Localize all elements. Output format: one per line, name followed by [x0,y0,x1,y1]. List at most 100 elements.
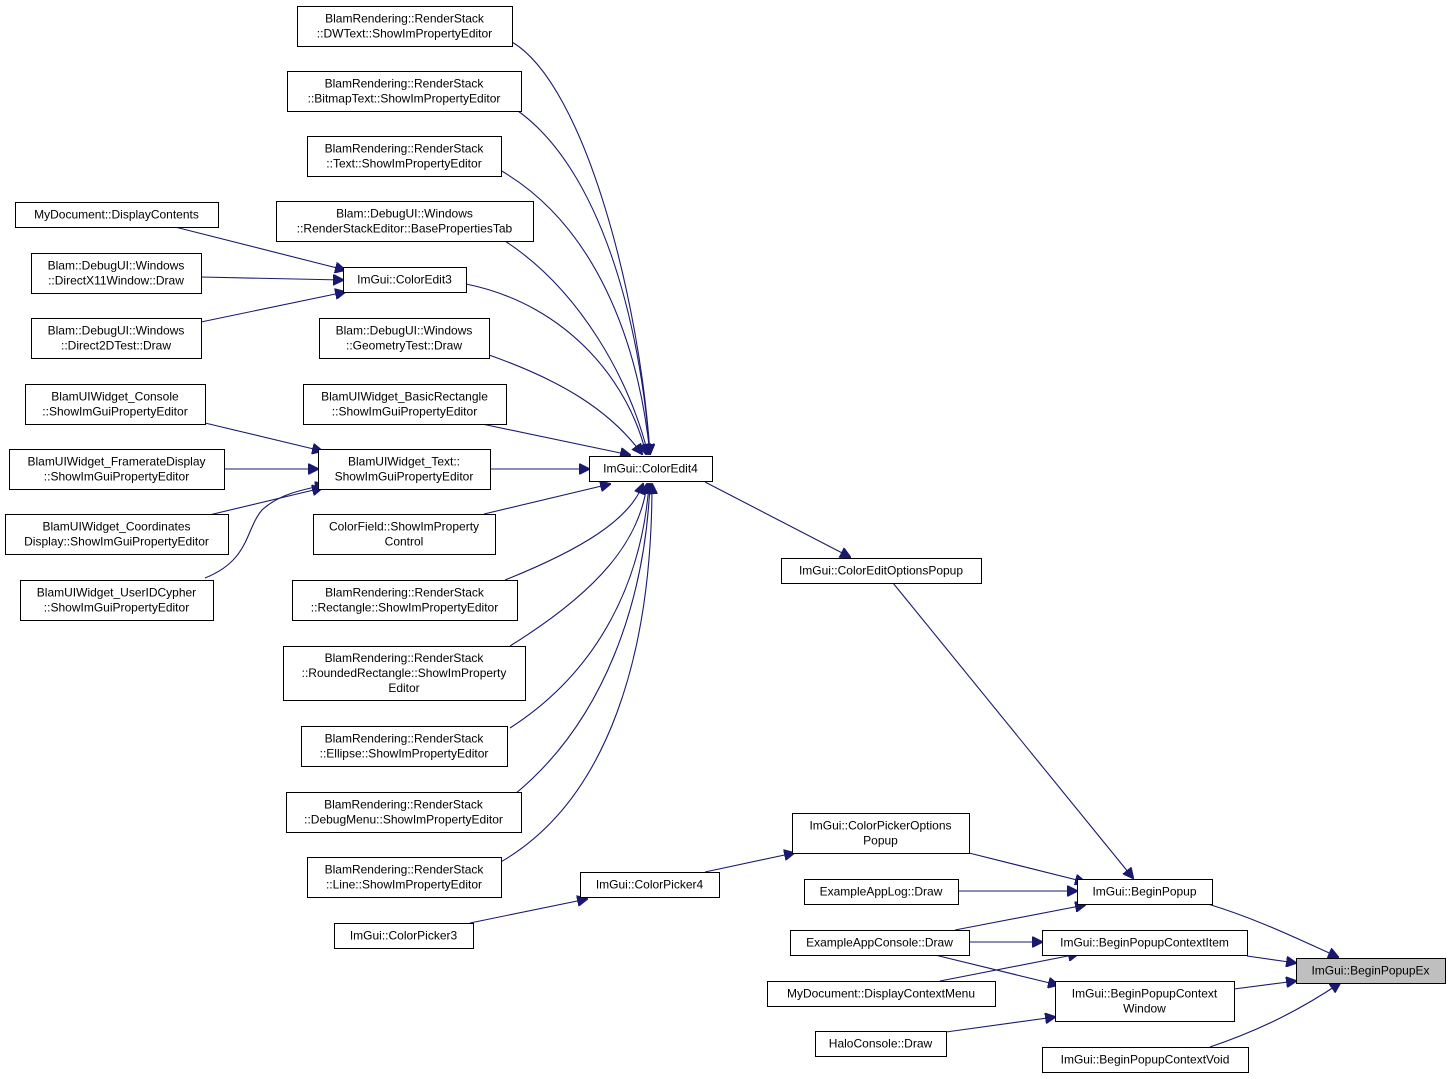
node-label: Popup [863,834,898,848]
node-direct2d[interactable]: Blam::DebugUI::Windows::Direct2DTest::Dr… [31,318,202,359]
node-label: ::ShowImGuiPropertyEditor [44,601,189,615]
node-label: BlamUIWidget_Coordinates [42,520,190,534]
node-box [804,879,959,905]
edge-arrow [968,852,1085,882]
node-basepropstab[interactable]: Blam::DebugUI::Windows::RenderStackEdito… [276,201,534,242]
edge-arrow [483,484,610,515]
node-box [15,202,219,228]
node-coloreditoptions[interactable]: ImGui::ColorEditOptionsPopup [781,558,982,584]
node-box [276,201,534,242]
node-debugmenu[interactable]: BlamRendering::RenderStack::DebugMenu::S… [286,792,522,833]
edge-ellipse-to-coloredit4 [509,484,649,729]
node-label: Blam::DebugUI::Windows [336,207,473,221]
node-label: ::ShowImGuiPropertyEditor [42,405,187,419]
edge-basepropstab-to-coloredit4 [504,240,648,454]
node-box [20,580,214,621]
node-haloconsole[interactable]: HaloConsole::Draw [815,1031,947,1057]
edge-text-to-coloredit4 [499,169,650,454]
node-box [31,253,202,294]
edge-coordinates-to-widget_text [204,488,322,517]
node-box [580,872,720,898]
node-box [319,318,490,359]
node-label: ImGui::ColorEdit4 [603,462,698,476]
node-coordinates[interactable]: BlamUIWidget_CoordinatesDisplay::ShowImG… [5,514,229,555]
node-line[interactable]: BlamRendering::RenderStack::Line::ShowIm… [307,857,502,898]
node-label: BlamRendering::RenderStack [325,12,485,26]
node-box [313,514,496,555]
node-framerate[interactable]: BlamUIWidget_FramerateDisplay::ShowImGui… [9,449,225,490]
edge-beginpopupcontextitem-to-beginpopupex [1246,955,1296,963]
node-box [307,136,502,177]
node-beginpopupex[interactable]: ImGui::BeginPopupEx [1296,958,1446,984]
node-box [815,1031,947,1057]
node-beginpopupcontextvoid[interactable]: ImGui::BeginPopupContextVoid [1042,1047,1249,1073]
edge-haloconsole-to-beginpopupcontextwindow [945,1017,1055,1033]
node-box [287,71,522,112]
node-bitmaptext[interactable]: BlamRendering::RenderStack::BitmapText::… [287,71,522,112]
node-basicrect[interactable]: BlamUIWidget_BasicRectangle::ShowImGuiPr… [303,384,507,425]
node-coloredit4[interactable]: ImGui::ColorEdit4 [589,456,713,482]
node-roundedrect[interactable]: BlamRendering::RenderStack::RoundedRecta… [283,646,526,701]
node-label: ::Line::ShowImPropertyEditor [326,878,482,892]
edge-arrow [498,484,652,864]
node-box [303,384,507,425]
node-label: BlamRendering::RenderStack [324,798,484,812]
node-label: ::Rectangle::ShowImPropertyEditor [311,601,498,615]
node-label: HaloConsole::Draw [829,1037,933,1051]
node-label: Display::ShowImGuiPropertyEditor [24,535,209,549]
node-console_widget[interactable]: BlamUIWidget_Console::ShowImGuiPropertyE… [25,384,206,425]
node-box [1042,1047,1249,1073]
node-label: BlamRendering::RenderStack [325,732,485,746]
node-exampleappconsole[interactable]: ExampleAppConsole::Draw [790,930,970,956]
node-rectangle[interactable]: BlamRendering::RenderStack::Rectangle::S… [292,580,518,621]
node-displaycontextmenu[interactable]: MyDocument::DisplayContextMenu [767,981,996,1007]
edge-beginpopupcontextwindow-to-beginpopupex [1233,981,1296,990]
edge-useridcypher-to-widget_text [204,485,325,579]
node-ellipse[interactable]: BlamRendering::RenderStack::Ellipse::Sho… [301,726,508,767]
node-label: ImGui::BeginPopup [1092,885,1196,899]
node-box [31,318,202,359]
node-label: ::GeometryTest::Draw [346,339,462,353]
node-label: ImGui::BeginPopupContextItem [1060,936,1229,950]
node-label: ::DirectX11Window::Draw [48,274,184,288]
node-text[interactable]: BlamRendering::RenderStack::Text::ShowIm… [307,136,502,177]
nodes: BlamRendering::RenderStack::DWText::Show… [5,6,1446,1073]
node-box [767,981,996,1007]
node-displaycontents[interactable]: MyDocument::DisplayContents [15,202,219,228]
node-box [334,923,474,949]
edge-directx11-to-coloredit3 [200,277,343,280]
node-label: ImGui::BeginPopupContextVoid [1061,1053,1230,1067]
node-beginpopup[interactable]: ImGui::BeginPopup [1077,879,1213,905]
node-useridcypher[interactable]: BlamUIWidget_UserIDCypher::ShowImGuiProp… [20,580,214,621]
node-colorpicker3[interactable]: ImGui::ColorPicker3 [334,923,474,949]
node-colorpicker4[interactable]: ImGui::ColorPicker4 [580,872,720,898]
node-box [292,580,518,621]
node-label: ::Text::ShowImPropertyEditor [326,157,481,171]
node-label: ShowImGuiPropertyEditor [335,470,474,484]
edge-arrow [704,853,794,873]
node-box [1055,981,1235,1022]
node-label: MyDocument::DisplayContents [34,208,199,222]
node-geometrytest[interactable]: Blam::DebugUI::Windows::GeometryTest::Dr… [319,318,490,359]
edge-basicrect-to-coloredit4 [481,423,630,455]
node-coloredit3[interactable]: ImGui::ColorEdit3 [343,267,467,293]
edge-coloreditoptions-to-beginpopup [892,582,1133,878]
node-widget_text[interactable]: BlamUIWidget_Text::ShowImGuiPropertyEdit… [318,449,491,490]
node-directx11[interactable]: Blam::DebugUI::Windows::DirectX11Window:… [31,253,202,294]
node-beginpopupcontextitem[interactable]: ImGui::BeginPopupContextItem [1042,930,1248,956]
node-label: Editor [388,681,419,695]
node-label: ::ShowImGuiPropertyEditor [332,405,477,419]
node-label: Blam::DebugUI::Windows [48,259,185,273]
node-box [318,449,491,490]
node-dwtext[interactable]: BlamRendering::RenderStack::DWText::Show… [297,6,513,47]
edge-colorpicker4-to-colorpickeroptions [704,853,794,873]
node-label: ImGui::BeginPopupEx [1311,964,1429,978]
edge-arrow [481,423,630,455]
node-label: BlamRendering::RenderStack [325,863,485,877]
edge-exampleappconsole-to-beginpopupcontextwindow [934,954,1058,985]
node-exampleapplog[interactable]: ExampleAppLog::Draw [804,879,959,905]
